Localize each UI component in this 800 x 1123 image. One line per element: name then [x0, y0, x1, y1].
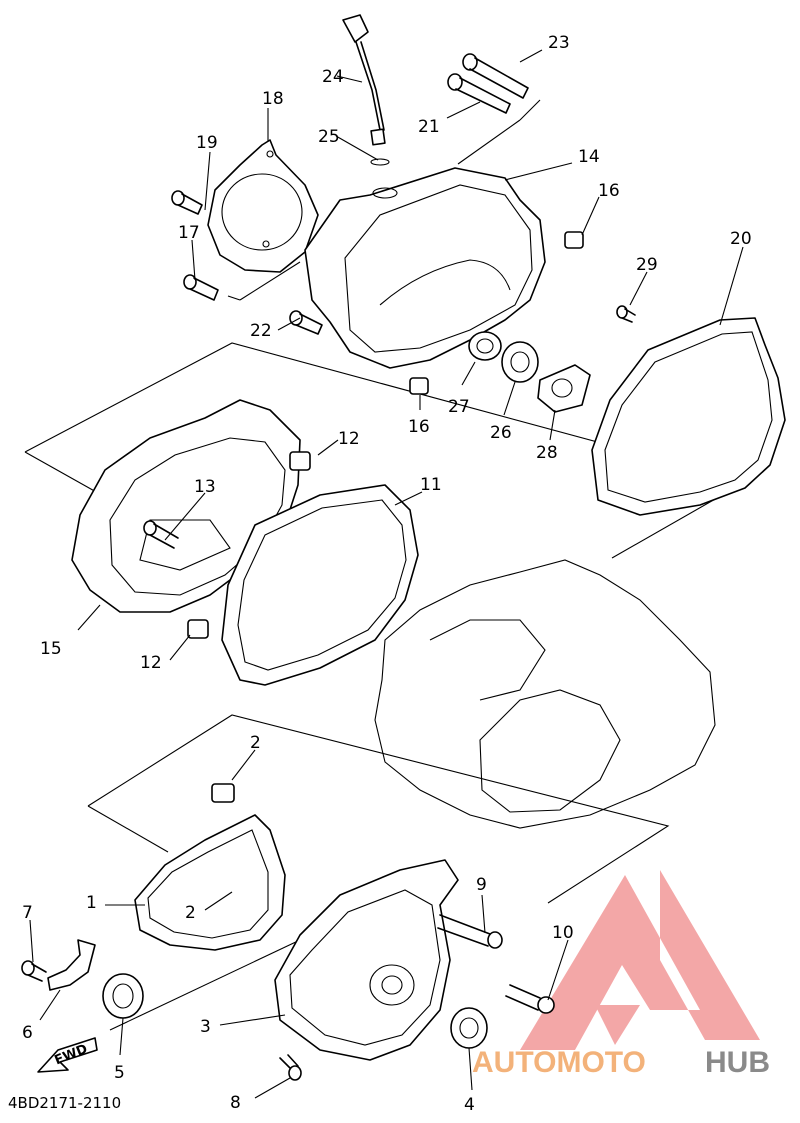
- dowel-pin-part-16-lower: [409, 377, 429, 395]
- callout-1: 1: [86, 893, 97, 913]
- callout-28: 28: [536, 443, 558, 463]
- callout-2-upper: 2: [250, 733, 261, 753]
- callout-12-lower: 12: [140, 653, 162, 673]
- callout-19: 19: [196, 133, 218, 153]
- oil-seal-part-4: [450, 1007, 488, 1049]
- callout-2-lower: 2: [185, 903, 196, 923]
- drawing-code: 4BD2171-2110: [8, 1094, 121, 1112]
- callout-29: 29: [636, 255, 658, 275]
- callout-16-lower: 16: [408, 417, 430, 437]
- callout-22: 22: [250, 321, 272, 341]
- oil-seal-part-5: [102, 973, 144, 1019]
- dowel-pin-part-16-upper: [564, 231, 584, 249]
- callout-17: 17: [178, 223, 200, 243]
- watermark-brand-part2: HUB: [705, 1046, 770, 1079]
- engine-case-outline: [374, 559, 716, 829]
- bolt-part-13: [143, 520, 179, 549]
- callout-10: 10: [552, 923, 574, 943]
- dowel-pin-part-2-upper: [211, 783, 235, 803]
- callout-24: 24: [322, 67, 344, 87]
- bolt-part-22: [289, 310, 323, 335]
- callout-4: 4: [464, 1095, 475, 1115]
- callout-6: 6: [22, 1023, 33, 1043]
- group-boundary-lines: [24, 99, 747, 1031]
- watermark-brand-part1: AUTOMOTO: [472, 1046, 646, 1079]
- callout-16-upper: 16: [598, 181, 620, 201]
- bolt-part-19: [171, 190, 203, 215]
- oil-seal-part-27: [468, 331, 502, 361]
- gasket-part-28: [537, 364, 591, 413]
- callout-18: 18: [262, 89, 284, 109]
- callout-23: 23: [548, 33, 570, 53]
- callout-20: 20: [730, 229, 752, 249]
- bolt-part-29: [616, 305, 636, 323]
- callout-12-upper: 12: [338, 429, 360, 449]
- bolt-part-8: [279, 1054, 302, 1081]
- callout-14: 14: [578, 147, 600, 167]
- callout-5: 5: [114, 1063, 125, 1083]
- bearing-part-26: [501, 341, 539, 383]
- callout-13: 13: [194, 477, 216, 497]
- crankcase-cover-part-14: [304, 167, 546, 369]
- gasket-part-1: [134, 814, 286, 951]
- callout-25: 25: [318, 127, 340, 147]
- cover-plate-part-18: [207, 139, 319, 273]
- crankcase-cover-part-3: [274, 859, 459, 1061]
- callout-15: 15: [40, 639, 62, 659]
- leader-lines: [29, 49, 744, 1099]
- dipstick-part-24: [342, 14, 390, 166]
- callout-8: 8: [230, 1093, 241, 1113]
- callout-21: 21: [418, 117, 440, 137]
- bolt-part-21: [447, 73, 511, 114]
- plate-part-6: [47, 939, 96, 991]
- bolt-part-23: [462, 53, 529, 99]
- gasket-part-20: [591, 317, 786, 516]
- forward-direction-arrow-icon: [37, 1037, 98, 1073]
- gasket-part-11: [221, 484, 419, 686]
- callout-7: 7: [22, 903, 33, 923]
- bolt-part-9: [437, 914, 503, 949]
- callout-27: 27: [448, 397, 470, 417]
- callout-9: 9: [476, 875, 487, 895]
- callout-11: 11: [420, 475, 442, 495]
- watermark-logo: [520, 870, 760, 1050]
- bolt-part-7: [21, 960, 47, 982]
- callout-26: 26: [490, 423, 512, 443]
- bolt-part-10: [505, 984, 555, 1014]
- callout-3: 3: [200, 1017, 211, 1037]
- bolt-part-17: [183, 274, 219, 301]
